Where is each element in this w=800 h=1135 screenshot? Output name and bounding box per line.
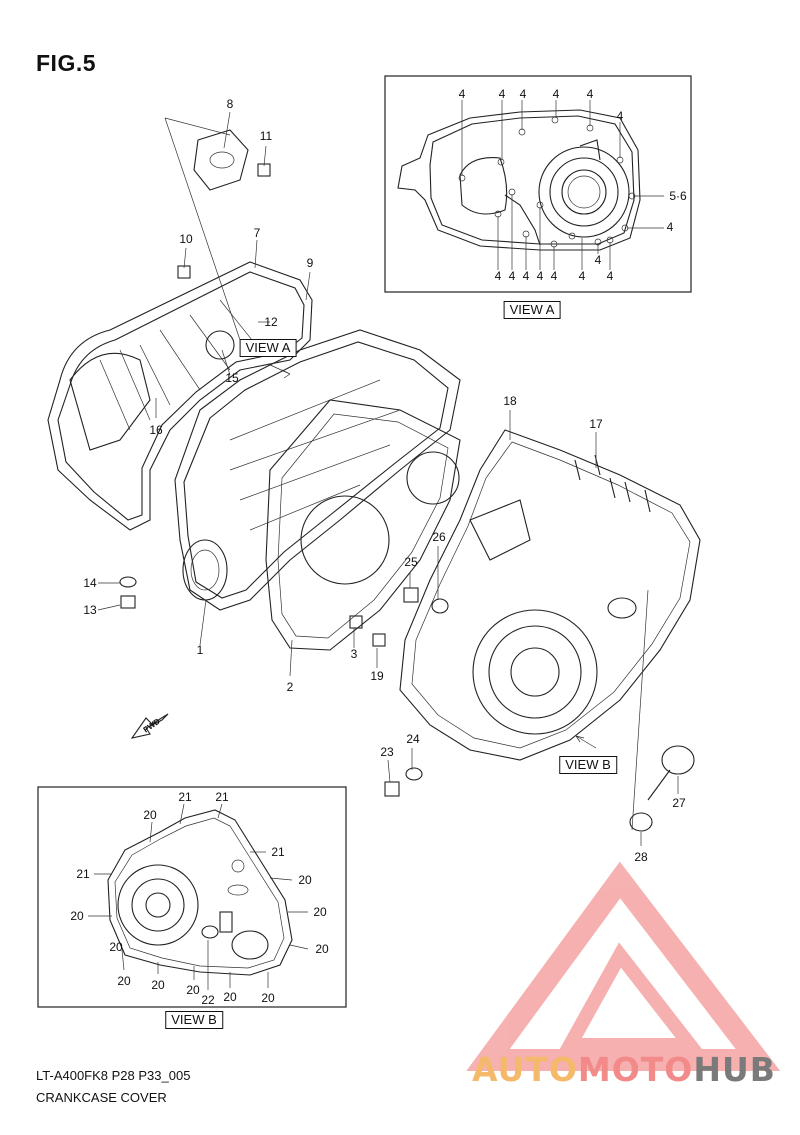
fwd-arrow bbox=[130, 713, 169, 739]
view-a-callout-bottom-7: 4 bbox=[594, 253, 602, 267]
callout-25: 25 bbox=[404, 555, 418, 569]
view-b-callout-21-d: 21 bbox=[76, 867, 90, 881]
callout-7: 7 bbox=[253, 226, 261, 240]
view-b-tag-main: VIEW B bbox=[559, 756, 617, 774]
callout-24: 24 bbox=[406, 732, 420, 746]
view-a-bolt-holes bbox=[458, 116, 636, 248]
view-b-callout-20-f: 20 bbox=[117, 974, 131, 988]
brand-logo bbox=[466, 861, 781, 1071]
callout-26: 26 bbox=[432, 530, 446, 544]
view-a-callout-bottom-5: 4 bbox=[550, 269, 558, 283]
callout-17: 17 bbox=[589, 417, 603, 431]
view-b-callout-20-h: 20 bbox=[186, 983, 200, 997]
brand-wordmark: AUTOMOTOHUB bbox=[472, 1050, 776, 1089]
view-b-callout-20-c: 20 bbox=[70, 909, 84, 923]
view-a-arrow bbox=[267, 363, 291, 379]
view-a-callout-bottom-8: 4 bbox=[606, 269, 614, 283]
view-a-callout-bottom-3: 4 bbox=[522, 269, 530, 283]
view-a-callout-bottom-4: 4 bbox=[536, 269, 544, 283]
view-b-callout-20-a: 20 bbox=[143, 808, 157, 822]
view-a-inset-frame bbox=[384, 75, 692, 293]
view-a-callout-right-4: 4 bbox=[666, 220, 674, 234]
view-b-callout-20-d: 20 bbox=[313, 905, 327, 919]
view-a-callout-top-2: 4 bbox=[498, 87, 506, 101]
figure-code: LT-A400FK8 P28 P33_005 bbox=[36, 1068, 191, 1083]
view-b-callout-20-e: 20 bbox=[315, 942, 329, 956]
view-b-callout-22: 22 bbox=[201, 993, 215, 1007]
view-a-leader-lines bbox=[461, 100, 664, 270]
part-17-crankcase-cover bbox=[399, 429, 701, 761]
view-a-callout-top-4: 4 bbox=[552, 87, 560, 101]
callout-27: 27 bbox=[672, 796, 686, 810]
view-b-callout-21-c: 21 bbox=[271, 845, 285, 859]
part-7-outer-cover bbox=[47, 261, 313, 531]
view-a-tag-inset: VIEW A bbox=[503, 301, 561, 319]
small-parts bbox=[119, 129, 695, 832]
callout-12: 12 bbox=[264, 315, 278, 329]
callout-8: 8 bbox=[226, 97, 234, 111]
view-b-callout-20-g: 20 bbox=[151, 978, 165, 992]
view-a-callout-top-6: 4 bbox=[616, 109, 624, 123]
part-2-gasket bbox=[265, 399, 461, 651]
brand-part-moto: MOTO bbox=[577, 1050, 694, 1089]
callout-1: 1 bbox=[196, 643, 204, 657]
callout-23: 23 bbox=[380, 745, 394, 759]
view-a-callout-top-1: 4 bbox=[458, 87, 466, 101]
main-leader-lines bbox=[97, 111, 679, 846]
view-a-callout-bottom-2: 4 bbox=[508, 269, 516, 283]
view-a-callout-bottom-1: 4 bbox=[494, 269, 502, 283]
view-b-leader-lines bbox=[88, 803, 309, 990]
view-b-inset-frame bbox=[37, 786, 347, 1008]
view-b-callout-20-i: 20 bbox=[223, 990, 237, 1004]
callout-9: 9 bbox=[306, 256, 314, 270]
view-b-callout-20-k: 20 bbox=[109, 940, 123, 954]
view-b-callout-20-b: 20 bbox=[298, 873, 312, 887]
view-b-callout-21-a: 21 bbox=[178, 790, 192, 804]
callout-18: 18 bbox=[503, 394, 517, 408]
part-1-crankcase bbox=[174, 329, 461, 611]
figure-name: CRANKCASE COVER bbox=[36, 1090, 167, 1105]
view-b-callout-20-j: 20 bbox=[261, 991, 275, 1005]
callout-2: 2 bbox=[286, 680, 294, 694]
callout-3: 3 bbox=[350, 647, 358, 661]
callout-14: 14 bbox=[83, 576, 97, 590]
callout-11: 11 bbox=[259, 129, 273, 143]
view-a-callout-5-6: 5·6 bbox=[669, 189, 687, 203]
view-a-callout-top-3: 4 bbox=[519, 87, 527, 101]
callout-15: 15 bbox=[225, 371, 239, 385]
view-b-callout-21-b: 21 bbox=[215, 790, 229, 804]
view-b-cover-outline bbox=[107, 809, 293, 976]
figure-title: FIG.5 bbox=[36, 50, 97, 76]
view-a-callout-bottom-6: 4 bbox=[578, 269, 586, 283]
callout-28: 28 bbox=[634, 850, 648, 864]
view-b-tag-inset: VIEW B bbox=[165, 1011, 223, 1029]
view-b-arrow bbox=[575, 735, 597, 749]
view-a-tag-main: VIEW A bbox=[239, 339, 297, 357]
view-a-callout-top-5: 4 bbox=[586, 87, 594, 101]
callout-10: 10 bbox=[179, 232, 193, 246]
brand-part-hub: HUB bbox=[693, 1050, 776, 1089]
callout-19: 19 bbox=[370, 669, 384, 683]
brand-part-auto: AUTO bbox=[472, 1050, 578, 1089]
callout-16: 16 bbox=[149, 423, 163, 437]
view-a-cover-outline bbox=[397, 109, 641, 251]
callout-13: 13 bbox=[83, 603, 97, 617]
